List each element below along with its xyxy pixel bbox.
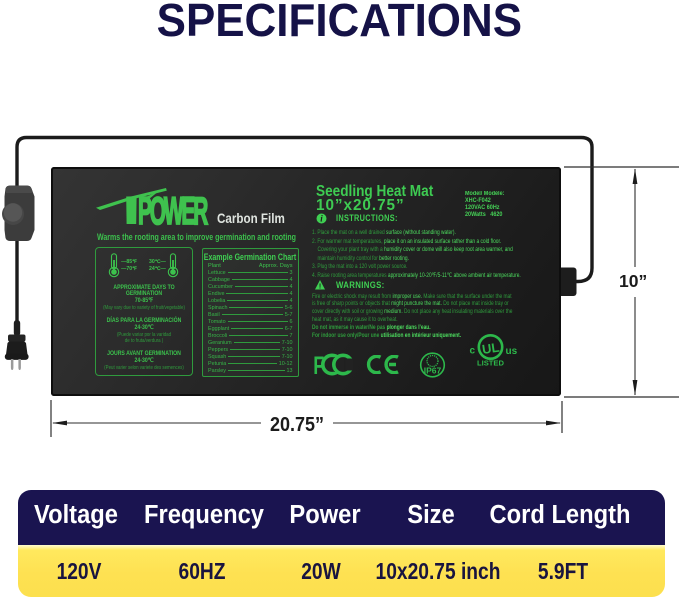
svg-text:F: F bbox=[314, 353, 324, 376]
svg-text:LISTED: LISTED bbox=[477, 358, 505, 367]
svg-text:!: ! bbox=[319, 283, 321, 289]
svg-text:c: c bbox=[470, 346, 476, 357]
svg-text:us: us bbox=[506, 346, 518, 357]
svg-text:IP67: IP67 bbox=[424, 366, 442, 376]
svg-text:UL: UL bbox=[481, 340, 500, 357]
svg-text:i: i bbox=[320, 214, 323, 224]
svg-text:POWER: POWER bbox=[138, 189, 208, 232]
